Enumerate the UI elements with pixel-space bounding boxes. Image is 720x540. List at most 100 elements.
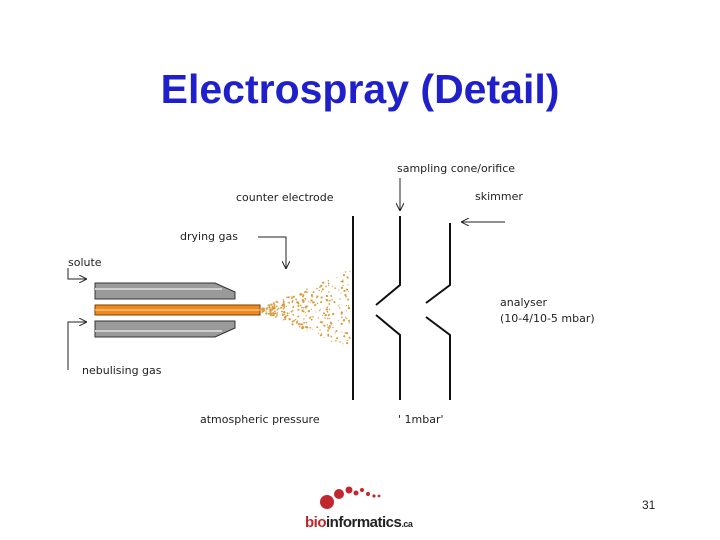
spray-droplet <box>303 318 305 320</box>
skimmer-lower <box>425 316 451 400</box>
spray-droplet <box>299 304 302 307</box>
spray-droplet <box>328 327 331 330</box>
spray-droplet <box>324 317 326 319</box>
spray-droplet <box>332 312 335 316</box>
spray-droplet <box>286 296 288 299</box>
spray-droplet <box>345 331 349 335</box>
spray-droplet <box>343 335 346 338</box>
spray-droplet <box>340 292 342 294</box>
label-analyser: analyser <box>500 296 548 309</box>
spray-droplet <box>332 326 334 329</box>
spray-droplet <box>265 310 267 312</box>
spray-droplet <box>281 305 283 307</box>
spray-droplet <box>290 295 292 297</box>
logo-prefix: bio <box>305 514 327 531</box>
spray-droplet <box>280 310 283 313</box>
spray-droplet <box>269 312 272 315</box>
spray-droplet <box>276 309 278 311</box>
spray-droplet <box>342 279 344 281</box>
spray-plume <box>261 270 351 345</box>
spray-droplet <box>329 317 331 320</box>
spray-droplet <box>330 322 333 325</box>
spray-droplet <box>271 306 274 309</box>
spray-droplet <box>325 285 327 288</box>
spray-droplet <box>285 305 288 308</box>
spray-droplet <box>344 332 346 334</box>
spray-droplet <box>333 301 336 304</box>
spray-droplet <box>290 310 293 313</box>
spray-droplet <box>284 318 287 321</box>
spray-droplet <box>326 329 330 332</box>
spray-droplet <box>283 316 287 319</box>
skimmer-upper <box>425 223 451 304</box>
spray-droplet <box>286 312 289 314</box>
spray-droplet <box>309 301 311 303</box>
logo-main: informatics <box>326 514 402 531</box>
spray-droplet <box>298 322 301 325</box>
spray-droplet <box>334 287 336 290</box>
spray-droplet <box>343 289 346 293</box>
spray-droplet <box>339 307 341 309</box>
spray-droplet <box>287 301 289 303</box>
spray-droplet <box>320 320 322 322</box>
logo-dots-icon <box>320 486 381 509</box>
spray-droplet <box>328 303 331 305</box>
spray-droplet <box>276 314 278 316</box>
sampling-cone-lower <box>375 314 401 400</box>
spray-droplet <box>304 300 306 302</box>
spray-droplet <box>340 322 343 326</box>
label-counter-electrode: counter electrode <box>236 191 334 204</box>
spray-droplet <box>295 319 297 321</box>
spray-droplet <box>337 320 340 322</box>
spray-droplet <box>330 294 333 297</box>
spray-droplet <box>303 291 306 293</box>
spray-droplet <box>342 319 346 322</box>
spray-droplet <box>321 288 324 291</box>
spray-droplet <box>281 307 283 309</box>
spray-droplet <box>325 294 329 298</box>
spray-droplet <box>267 306 269 309</box>
spray-droplet <box>292 299 294 302</box>
sampling-cone-upper <box>375 216 401 306</box>
spray-droplet <box>347 298 350 301</box>
spray-droplet <box>347 284 349 286</box>
spray-droplet <box>297 308 300 311</box>
spray-droplet <box>344 293 347 297</box>
spray-droplet <box>288 318 291 321</box>
spray-droplet <box>346 276 349 279</box>
spray-droplet <box>302 295 304 298</box>
spray-droplet <box>287 296 290 299</box>
spray-droplet <box>286 314 289 317</box>
spray-droplet <box>338 304 340 306</box>
spray-droplet <box>341 331 343 333</box>
spray-droplet <box>304 297 307 300</box>
spray-droplet <box>338 289 340 291</box>
solute-arrow <box>67 268 86 279</box>
capillary <box>94 282 261 338</box>
spray-droplet <box>337 305 339 307</box>
spray-droplet <box>321 314 323 316</box>
spray-droplet <box>336 337 339 340</box>
spray-droplet <box>345 317 348 320</box>
spray-droplet <box>319 308 321 311</box>
spray-droplet <box>316 295 319 298</box>
spray-droplet <box>319 310 321 312</box>
spray-droplet <box>331 285 333 287</box>
lower-tube <box>94 320 236 338</box>
drying-gas-arrow <box>258 236 286 268</box>
spray-droplet <box>320 284 323 287</box>
spray-droplet <box>310 318 313 321</box>
spray-droplet <box>305 291 308 293</box>
spray-droplet <box>325 298 327 300</box>
spray-droplet <box>346 342 349 345</box>
spray-droplet <box>315 303 317 305</box>
spray-droplet <box>320 333 323 335</box>
spray-droplet <box>326 324 329 326</box>
spray-droplet <box>348 305 350 307</box>
spray-droplet <box>319 334 323 337</box>
bioinformatics-logo: bioinformatics.ca <box>305 484 420 534</box>
spray-droplet <box>348 336 351 339</box>
spray-droplet <box>348 321 350 324</box>
spray-droplet <box>283 310 286 314</box>
